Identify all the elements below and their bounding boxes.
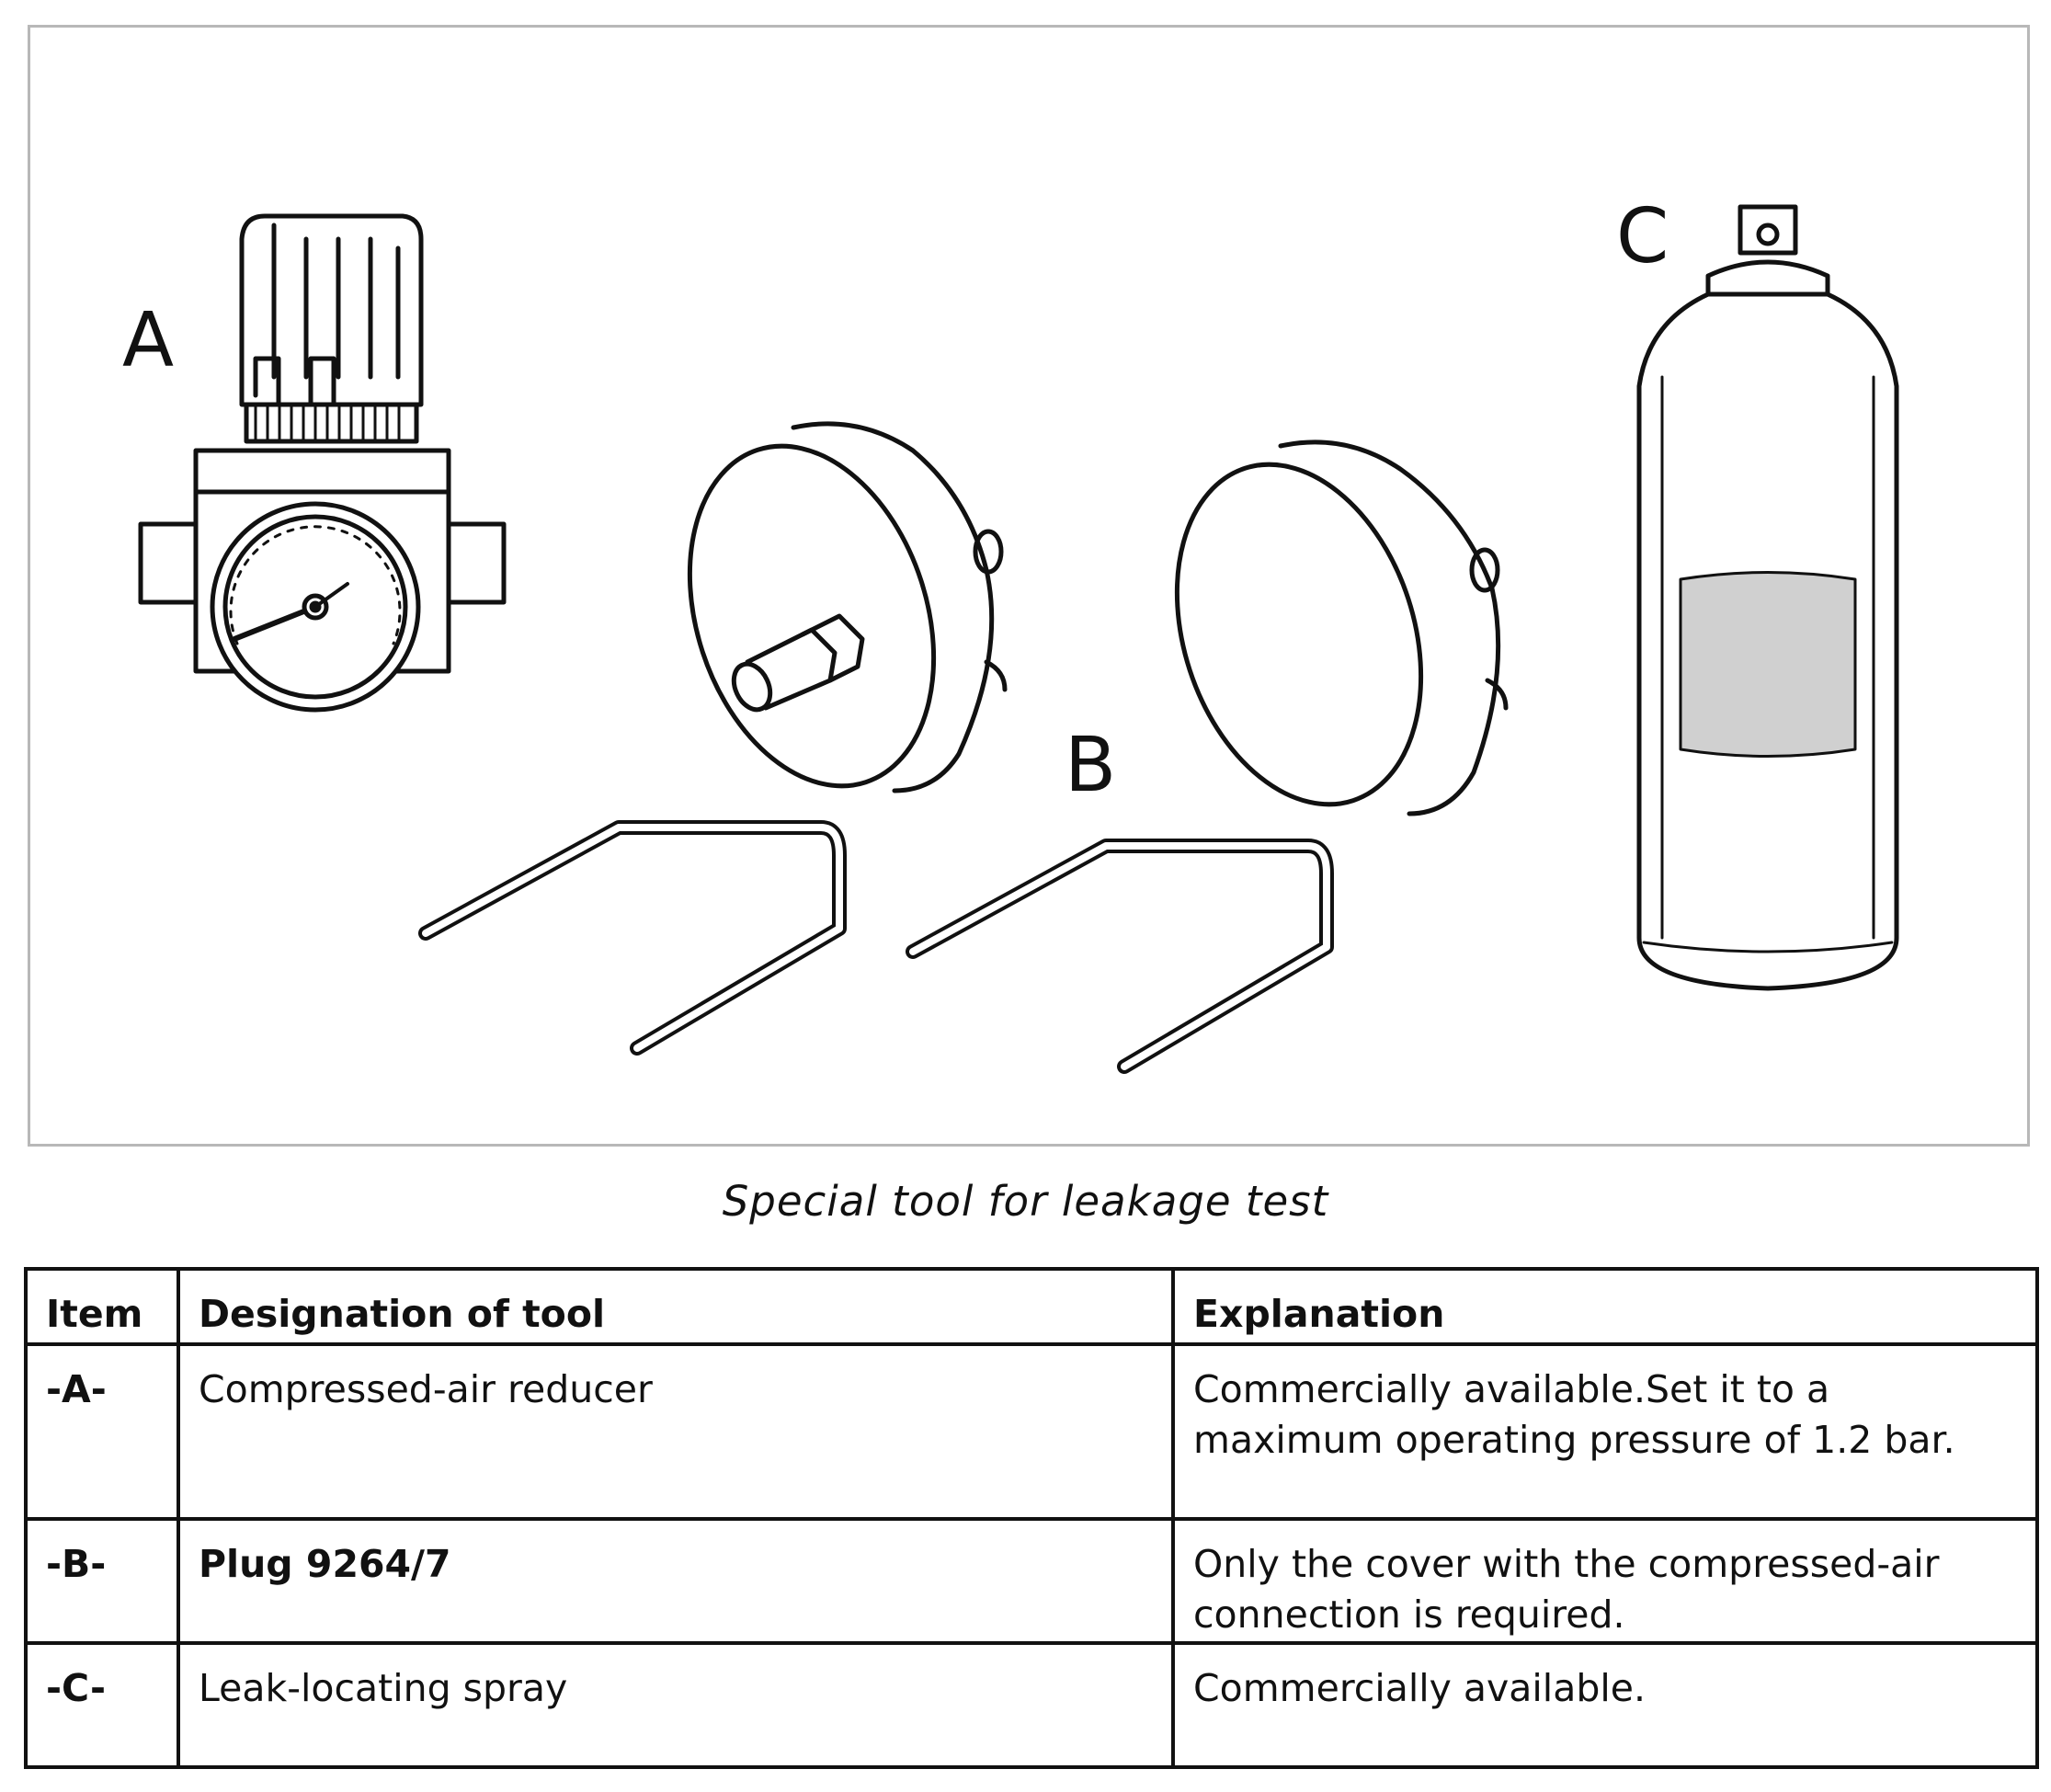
header-explanation: Explanation	[1171, 1267, 2039, 1346]
row-item: -C-	[24, 1641, 180, 1769]
header-designation: Designation of tool	[177, 1267, 1175, 1346]
row-designation: Plug 9264/7	[177, 1517, 1175, 1645]
row-explanation: Commercially available.Set it to a maxim…	[1171, 1342, 2039, 1521]
table-header-row: Item Designation of tool Explanation	[24, 1267, 2039, 1346]
plug-cover-with-connection	[687, 421, 1008, 793]
tool-illustration: A B C	[28, 25, 2030, 1147]
u-rod-right	[906, 839, 1334, 1074]
tools-table: Item Designation of tool Explanation -A-…	[24, 1267, 2039, 1769]
plug-cover	[1174, 439, 1509, 816]
table-row: -B- Plug 9264/7 Only the cover with the …	[24, 1517, 2039, 1645]
table-row: -A- Compressed-air reducer Commercially …	[24, 1342, 2039, 1521]
row-item: -A-	[24, 1342, 180, 1521]
header-item: Item	[24, 1267, 180, 1346]
row-explanation: Commercially available.	[1171, 1641, 2039, 1769]
figure-caption: Special tool for leakage test	[722, 1177, 1329, 1226]
label-b: B	[1065, 722, 1116, 809]
spray-can-drawing	[1636, 204, 1899, 991]
label-c: C	[1616, 193, 1669, 280]
u-rod-left	[418, 820, 847, 1056]
pressure-reducer-drawing	[138, 213, 507, 713]
row-designation: Leak-locating spray	[177, 1641, 1175, 1769]
label-a: A	[122, 297, 174, 384]
table-row: -C- Leak-locating spray Commercially ava…	[24, 1641, 2039, 1769]
row-item: -B-	[24, 1517, 180, 1645]
row-designation: Compressed-air reducer	[177, 1342, 1175, 1521]
row-explanation: Only the cover with the compressed-air c…	[1171, 1517, 2039, 1645]
